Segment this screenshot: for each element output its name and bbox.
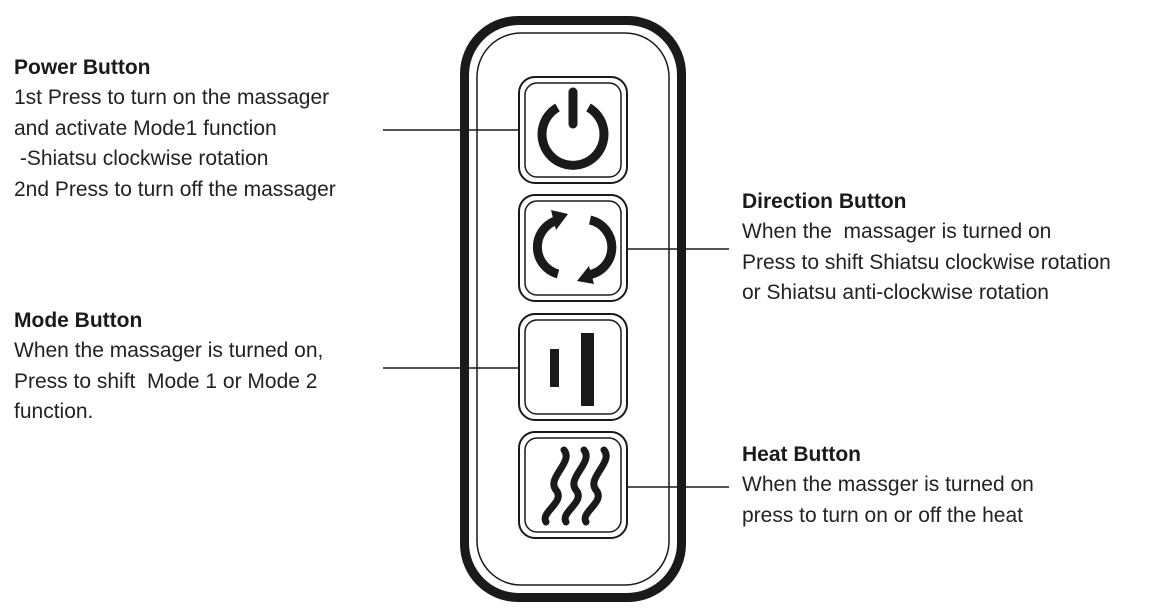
power-label-block: Power Button 1st Press to turn on the ma… xyxy=(14,53,336,205)
direction-line: Press to shift Shiatsu clockwise rotatio… xyxy=(742,250,1111,274)
mode-line: When the massager is turned on, xyxy=(14,339,324,362)
direction-line: When the massager is turned on xyxy=(742,220,1052,243)
heat-button[interactable] xyxy=(518,431,628,539)
mode-icon xyxy=(550,333,594,406)
mode-label-block: Mode Button When the massager is turned … xyxy=(14,306,323,428)
direction-rotate-icon xyxy=(532,210,617,284)
direction-button[interactable] xyxy=(518,194,628,302)
power-line: and activate Mode1 function xyxy=(14,116,277,140)
power-title: Power Button xyxy=(14,56,151,79)
power-icon xyxy=(537,87,609,170)
mode-button[interactable] xyxy=(518,313,628,421)
heat-line: press to turn on or off the heat xyxy=(742,503,1023,527)
heat-waves-icon xyxy=(541,446,610,526)
mode-line: Press to shift Mode 1 or Mode 2 xyxy=(14,369,318,393)
heat-line: When the massger is turned on xyxy=(742,473,1034,496)
direction-line: or Shiatsu anti-clockwise rotation xyxy=(742,281,1049,304)
remote-body xyxy=(460,16,686,602)
power-line: -Shiatsu clockwise rotation xyxy=(14,147,269,170)
mode-title: Mode Button xyxy=(14,309,143,332)
power-button[interactable] xyxy=(518,76,628,184)
heat-label-block: Heat Button When the massger is turned o… xyxy=(742,440,1034,531)
power-line: 2nd Press to turn off the massager xyxy=(14,177,336,201)
power-line: 1st Press to turn on the massager xyxy=(14,86,330,109)
mode-line: function. xyxy=(14,400,94,423)
direction-label-block: Direction Button When the massager is tu… xyxy=(742,187,1111,309)
heat-title: Heat Button xyxy=(742,443,861,466)
direction-title: Direction Button xyxy=(742,190,907,213)
leader-lines xyxy=(383,129,729,488)
